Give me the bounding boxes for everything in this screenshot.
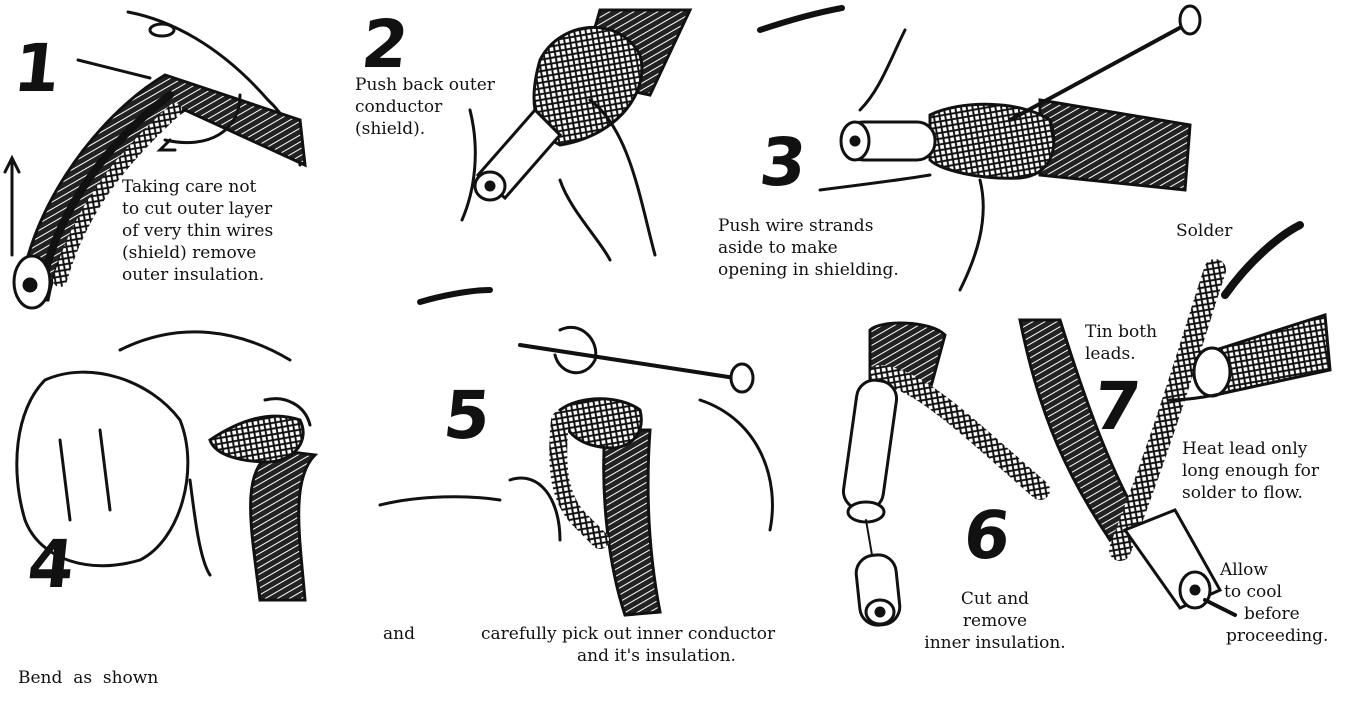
tin-leads-illustration bbox=[1020, 225, 1330, 615]
step-5-caption-and: and bbox=[383, 623, 415, 645]
caption-line: proceeding. bbox=[1220, 625, 1328, 647]
caption-line: conductor bbox=[355, 96, 495, 118]
caption-line: Allow bbox=[1220, 559, 1328, 581]
caption-line: Bend as shown bbox=[18, 667, 158, 689]
step-7-number: 7 bbox=[1091, 374, 1144, 440]
cut-insulation-illustration bbox=[841, 323, 1040, 627]
caption-line: Push back outer bbox=[355, 74, 495, 96]
step-2-caption: Push back outer conductor (shield). bbox=[355, 74, 495, 140]
caption-line: Heat lead only bbox=[1182, 438, 1319, 460]
step-3-caption: Push wire strands aside to make opening … bbox=[718, 215, 899, 281]
caption-line: to cool bbox=[1220, 581, 1328, 603]
caption-line: opening in shielding. bbox=[718, 259, 899, 281]
caption-line: leads. bbox=[1085, 343, 1157, 365]
caption-line: solder to flow. bbox=[1182, 482, 1319, 504]
caption-line: Taking care not bbox=[122, 176, 273, 198]
caption-line: Push wire strands bbox=[718, 215, 899, 237]
step-7-caption-heat: Heat lead only long enough for solder to… bbox=[1182, 438, 1319, 504]
caption-line: aside to make bbox=[718, 237, 899, 259]
caption-line: inner insulation. bbox=[910, 632, 1080, 654]
step-5-caption-line-1: carefully pick out inner conductor bbox=[481, 623, 775, 645]
caption-line: (shield). bbox=[355, 118, 495, 140]
solder-label: Solder bbox=[1176, 220, 1232, 242]
caption-line: to cut outer layer bbox=[122, 198, 273, 220]
step-3-number: 3 bbox=[757, 130, 810, 196]
step-1-caption: Taking care not to cut outer layer of ve… bbox=[122, 176, 273, 286]
step-6-number: 6 bbox=[961, 503, 1014, 569]
caption-line: (shield) remove bbox=[122, 242, 273, 264]
step-6-caption: Cut and remove inner insulation. bbox=[910, 588, 1080, 654]
step-1-number: 1 bbox=[11, 36, 64, 102]
step-2-number: 2 bbox=[359, 12, 412, 78]
step-5-caption-line-2: and it's insulation. bbox=[577, 645, 736, 667]
step-7-caption-allow: Allow to cool before proceeding. bbox=[1220, 559, 1328, 647]
step-4-number: 4 bbox=[25, 532, 78, 598]
caption-line: outer insulation. bbox=[122, 264, 273, 286]
caption-line: Tin both bbox=[1085, 321, 1157, 343]
caption-line: of very thin wires bbox=[122, 220, 273, 242]
step-4-caption: Bend as shown bbox=[18, 623, 158, 711]
caption-line: remove bbox=[910, 610, 1080, 632]
caption-line: long enough for bbox=[1182, 460, 1319, 482]
step-5-number: 5 bbox=[441, 383, 494, 449]
caption-line: Cut and bbox=[910, 588, 1080, 610]
caption-line: before bbox=[1220, 603, 1328, 625]
pick-conductor-illustration bbox=[380, 290, 772, 615]
step-7-caption-tin: Tin both leads. bbox=[1085, 321, 1157, 365]
push-back-shield-illustration bbox=[462, 10, 690, 260]
